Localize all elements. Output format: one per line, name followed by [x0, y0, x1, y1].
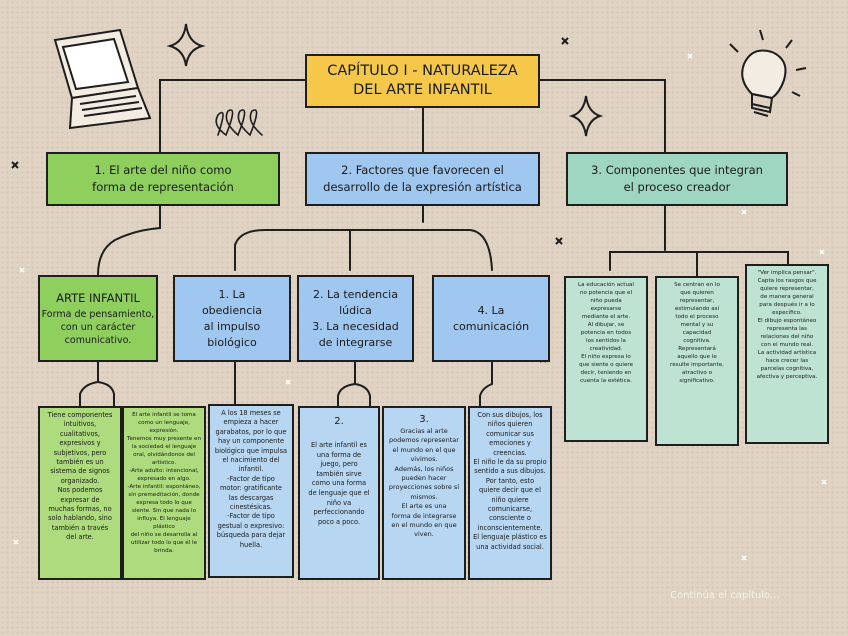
arte-infantil-box: ARTE INFANTIL Forma de pensamiento, con …: [38, 275, 158, 362]
factor-1-box: 1. La obediencia al impulso biológico: [173, 275, 291, 362]
factor-3-text: Gracias al arte podemos representar el m…: [387, 427, 461, 540]
factor-1-detail: A los 18 meses se empieza a hacer garaba…: [208, 404, 294, 578]
factor-2-number: 2.: [334, 416, 344, 427]
arte-detail-1: Tiene componentes intuitivos, cualitativ…: [38, 406, 122, 580]
factor-2-text: El arte infantil es una forma de juego, …: [305, 441, 372, 527]
topic-2-box: 2. Factores que favorecen el desarrollo …: [305, 152, 540, 206]
component-2-detail: Se centran en lo que quieren representar…: [655, 276, 739, 446]
factor-4-box: 4. La comunicación: [432, 275, 550, 362]
chapter-title: CAPÍTULO I - NATURALEZA DEL ARTE INFANTI…: [305, 54, 540, 108]
topic-1-box: 1. El arte del niño como forma de repres…: [46, 152, 280, 206]
factor-2-detail: 2. El arte infantil es una forma de jueg…: [298, 406, 380, 580]
factor-3-detail: 3. Gracias al arte podemos representar e…: [382, 406, 466, 580]
lightbulb-icon: [730, 30, 806, 116]
factor-2-3-box: 2. La tendencia lúdica 3. La necesidad d…: [297, 275, 414, 362]
arte-infantil-heading: ARTE INFANTIL: [52, 290, 144, 306]
arte-detail-2: El arte infantil se toma como un lenguaj…: [122, 406, 206, 580]
factor-4-detail: Con sus dibujos, los niños quieren comun…: [468, 406, 552, 580]
continue-caption: Continúa el capítulo...: [670, 590, 780, 601]
component-3-detail: "Ver implica pensar". Capta los rasgos q…: [745, 264, 829, 444]
arte-infantil-text: Forma de pensamiento, con un carácter co…: [42, 308, 155, 347]
factor-3-number: 3.: [419, 414, 429, 425]
topic-3-box: 3. Componentes que integran el proceso c…: [566, 152, 788, 206]
component-1-detail: La educación actual no potencia que el n…: [564, 276, 648, 442]
laptop-icon: [55, 30, 150, 128]
